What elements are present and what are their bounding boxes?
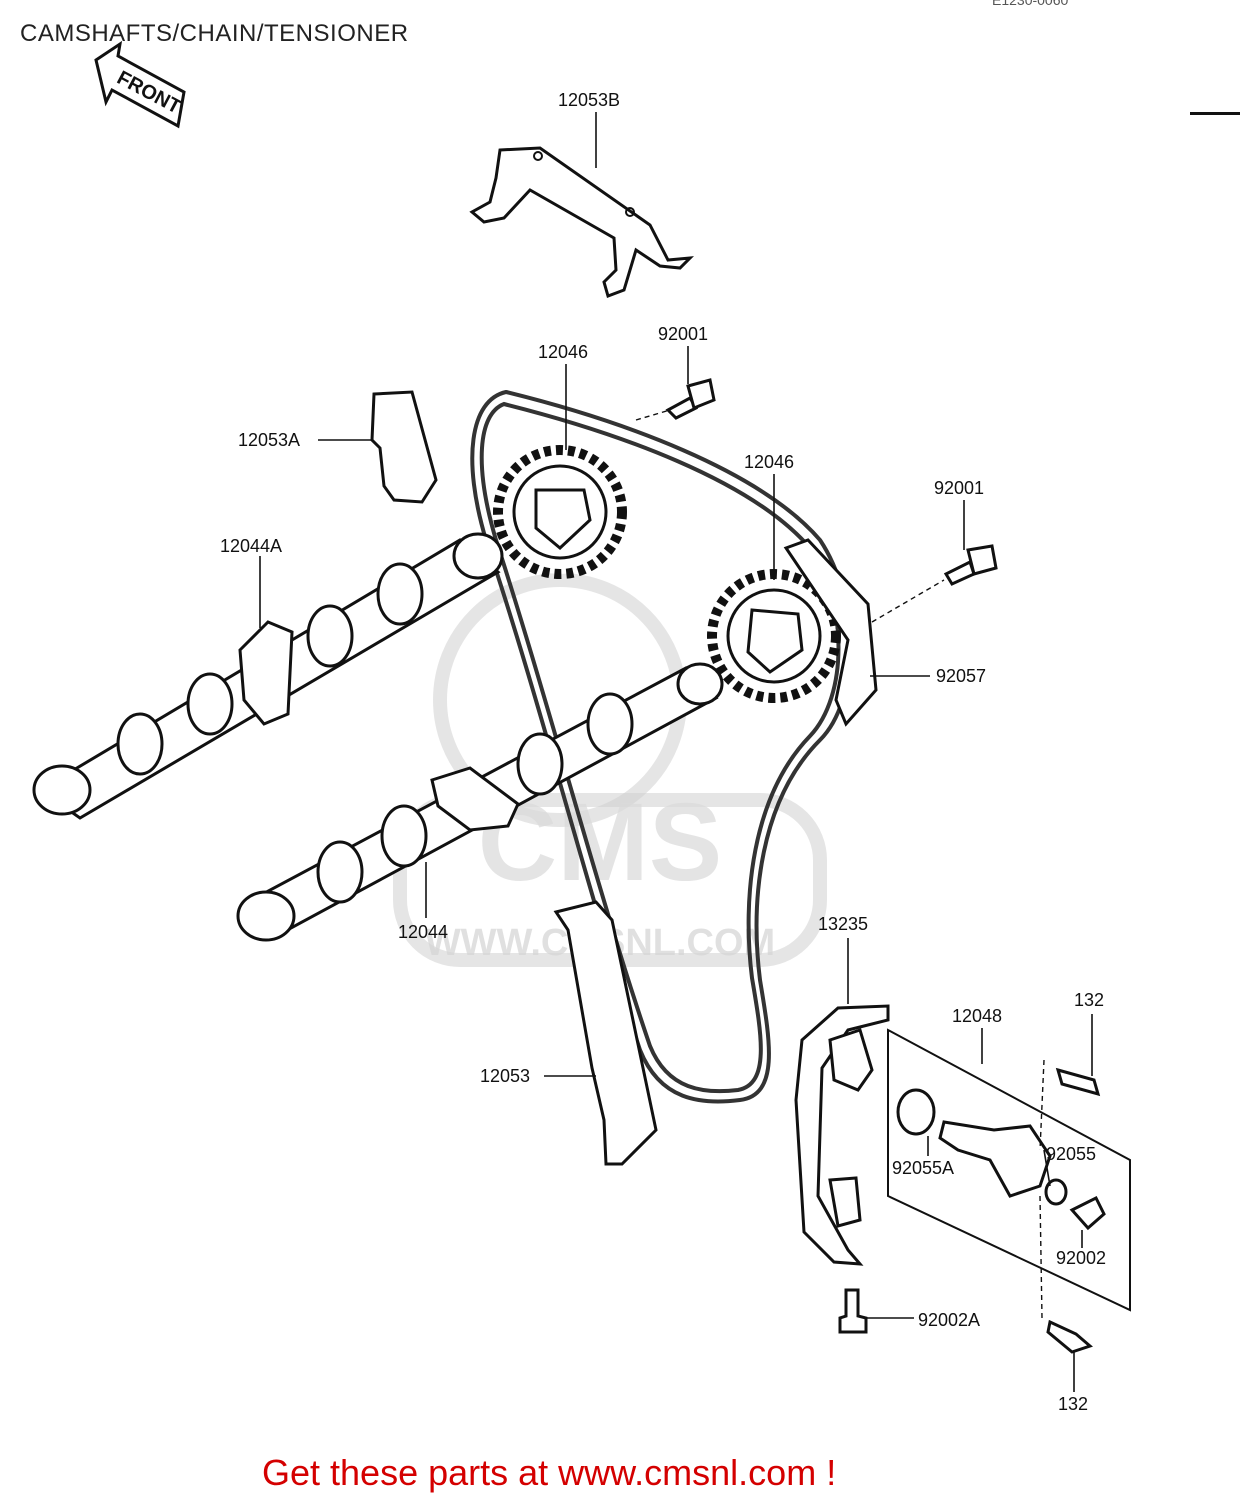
callout-13235: 13235: [818, 914, 869, 934]
tensioner-assembly-plate: [887, 1028, 1131, 1354]
callout-12053b: 12053B: [558, 90, 621, 110]
callout-92057: 92057: [936, 666, 987, 686]
cam-chain-section: [783, 538, 878, 727]
callout-12046-left: 12046: [538, 342, 589, 362]
callout-92055a: 92055A: [892, 1158, 955, 1178]
tensioner-body: [938, 1120, 1052, 1198]
bolt-132-bottom: [1046, 1319, 1093, 1354]
gasket-92055: [1044, 1178, 1068, 1206]
cam-sprocket-left: [493, 445, 627, 579]
chain-guide-small: [370, 390, 438, 504]
callout-12053a: 12053A: [238, 430, 301, 450]
footer-link[interactable]: Get these parts at www.cmsnl.com !: [262, 1452, 837, 1493]
exhaust-camshaft: [32, 532, 504, 820]
callout-12048: 12048: [952, 1006, 1003, 1026]
upper-chain-guide-bracket: [469, 146, 694, 298]
callout-92002a: 92002A: [918, 1310, 981, 1330]
chain-tensioner-guide: [794, 1004, 890, 1266]
cam-sprocket-right: [707, 569, 841, 703]
callout-92002: 92002: [1056, 1248, 1107, 1268]
intake-camshaft: [236, 662, 724, 942]
right-edge-rule: [1190, 112, 1240, 115]
callout-92001-right: 92001: [934, 478, 985, 498]
diagram-code: E1230-0060: [992, 0, 1069, 8]
callout-12046-right: 12046: [744, 452, 795, 472]
callout-12044: 12044: [398, 922, 449, 942]
callout-92055: 92055: [1046, 1144, 1097, 1164]
callout-12044a: 12044A: [220, 536, 283, 556]
sprocket-bolt-right: [943, 544, 998, 586]
callout-12053: 12053: [480, 1066, 531, 1086]
bolt-92002a: [838, 1288, 868, 1334]
sprocket-bolt-top: [665, 378, 716, 420]
leader-lines: [259, 112, 1093, 1392]
page-title: CAMSHAFTS/CHAIN/TENSIONER: [20, 20, 409, 47]
callout-132-top: 132: [1074, 990, 1105, 1010]
callout-132-bottom: 132: [1058, 1394, 1089, 1414]
bolt-132-top: [1055, 1067, 1101, 1097]
o-ring-92055a: [896, 1088, 936, 1136]
callout-92001-top: 92001: [658, 324, 709, 344]
front-chain-guide: [553, 900, 658, 1166]
bolt-92002: [1069, 1195, 1106, 1231]
front-arrow-icon: FRONT: [94, 40, 186, 129]
